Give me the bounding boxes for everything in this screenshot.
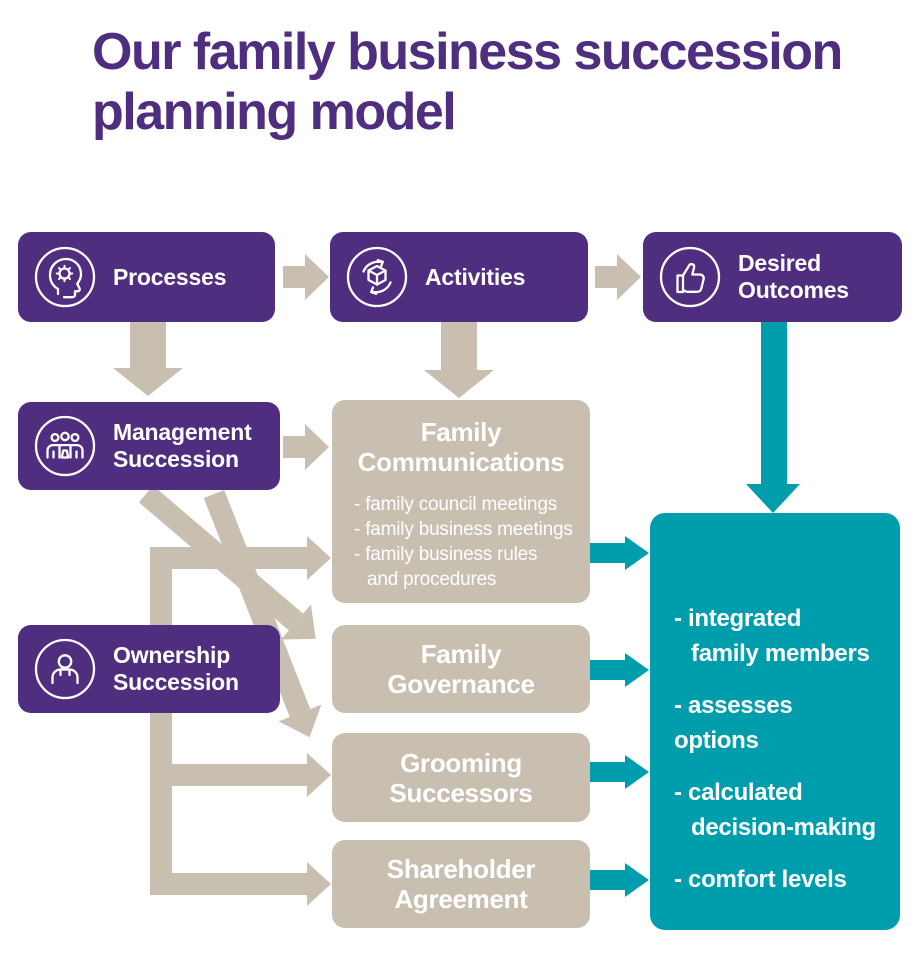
node-ownership-succession: Ownership Succession: [18, 625, 280, 713]
node-title-shareholder-agreement: Shareholder Agreement: [386, 854, 536, 914]
node-family-communications: Family Communications - family council m…: [332, 400, 590, 603]
node-label-desired-outcomes: Desired Outcomes: [738, 250, 849, 303]
arrow-shareholder-agreement-to-outcomes: [590, 863, 649, 897]
node-management-succession: Management Succession: [18, 402, 280, 490]
outcomes-line: - assesses options: [674, 692, 793, 754]
node-grooming-successors: Grooming Successors: [332, 733, 590, 822]
outcomes-line: decision-making: [691, 814, 876, 841]
outcomes-line: family members: [691, 640, 870, 667]
person-icon: [33, 637, 97, 701]
arrow-activities-to-desired-outcomes: [595, 254, 641, 300]
arrow-processes-to-management: [113, 322, 183, 396]
node-shareholder-agreement: Shareholder Agreement: [332, 840, 590, 928]
head-gear-icon: [33, 245, 97, 309]
node-activities: Activities: [330, 232, 588, 322]
page-title: Our family business succession planning …: [92, 23, 843, 141]
node-processes: Processes: [18, 232, 275, 322]
outcomes-line: - comfort levels: [674, 866, 847, 893]
node-title-family-governance: Family Governance: [387, 639, 535, 699]
node-title-family-communications: Family Communications: [357, 417, 565, 477]
node-label-processes: Processes: [113, 263, 227, 290]
arrow-family-communications-to-outcomes: [590, 536, 649, 570]
node-label-activities: Activities: [425, 263, 526, 290]
node-title-grooming-successors: Grooming Successors: [389, 747, 533, 808]
arrow-management-to-grooming-successors: [203, 489, 322, 738]
arrow-management-to-family-governance: [138, 485, 316, 640]
arrow-grooming-successors-to-outcomes: [590, 755, 649, 789]
cycle-cube-icon: [345, 245, 409, 309]
node-outcomes: - integrated family members - assesses o…: [650, 513, 900, 930]
family-communications-bullets: - family council meetings - family busin…: [354, 494, 573, 590]
node-label-ownership-succession: Ownership Succession: [113, 642, 239, 695]
arrow-desired-outcomes-to-outcomes: [746, 322, 800, 513]
arrow-family-governance-to-outcomes: [590, 653, 649, 687]
outcomes-line: - integrated: [674, 605, 802, 632]
arrow-activities-to-family-communications: [424, 322, 494, 398]
arrow-processes-to-activities: [283, 254, 329, 300]
node-family-governance: Family Governance: [332, 625, 590, 713]
node-label-management-succession: Management Succession: [113, 419, 252, 472]
team-icon: [33, 414, 97, 478]
node-desired-outcomes: Desired Outcomes: [643, 232, 902, 322]
outcomes-line: - calculated: [674, 779, 803, 806]
arrow-management-to-family-communications: [283, 424, 329, 470]
thumbs-up-icon: [658, 245, 722, 309]
